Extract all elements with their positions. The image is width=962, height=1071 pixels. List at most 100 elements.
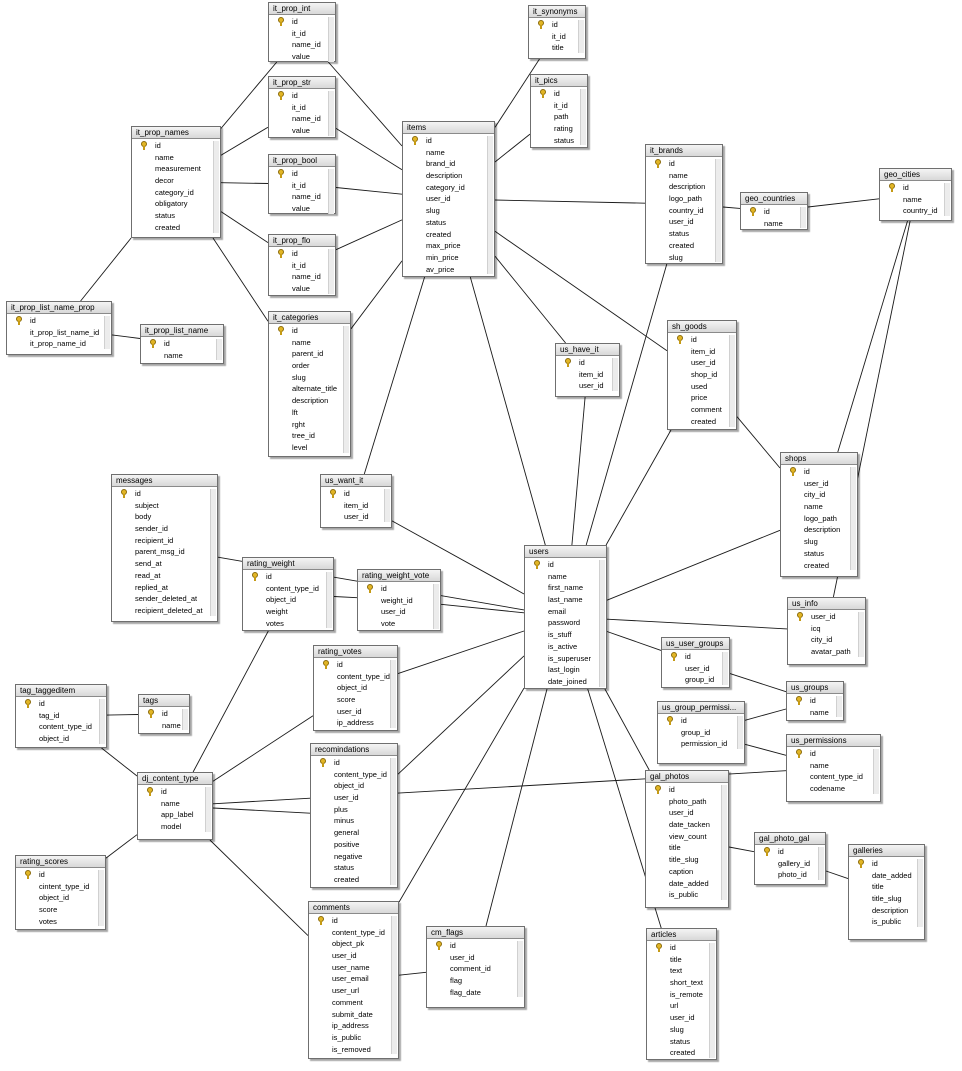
- column-row[interactable]: tag_id: [16, 710, 106, 722]
- column-row[interactable]: brand_id: [403, 158, 494, 170]
- column-row[interactable]: name: [269, 337, 350, 349]
- column-row[interactable]: is_superuser: [525, 653, 606, 665]
- column-row[interactable]: description: [781, 524, 857, 536]
- column-row[interactable]: content_type_id: [243, 583, 333, 595]
- column-row[interactable]: codename: [787, 783, 880, 795]
- column-row[interactable]: it_prop_name_id: [7, 338, 111, 350]
- column-row[interactable]: city_id: [788, 634, 865, 646]
- column-row[interactable]: last_name: [525, 594, 606, 606]
- column-row[interactable]: photo_path: [646, 796, 728, 808]
- column-row[interactable]: id: [668, 334, 736, 346]
- column-row[interactable]: description: [403, 170, 494, 182]
- column-row[interactable]: subject: [112, 500, 217, 512]
- column-row[interactable]: id: [269, 90, 335, 102]
- column-row[interactable]: id: [646, 784, 728, 796]
- column-row[interactable]: group_id: [658, 727, 744, 739]
- column-row[interactable]: is_public: [646, 889, 728, 901]
- column-row[interactable]: description: [849, 905, 924, 917]
- column-row[interactable]: tree_id: [269, 430, 350, 442]
- column-row[interactable]: status: [646, 228, 722, 240]
- column-row[interactable]: used: [668, 381, 736, 393]
- column-row[interactable]: model: [138, 821, 212, 833]
- column-row[interactable]: id: [849, 858, 924, 870]
- column-row[interactable]: id: [112, 488, 217, 500]
- column-row[interactable]: name_id: [269, 191, 335, 203]
- column-row[interactable]: description: [646, 181, 722, 193]
- column-row[interactable]: avatar_path: [788, 646, 865, 658]
- column-row[interactable]: vote: [358, 618, 440, 630]
- column-row[interactable]: permission_id: [658, 738, 744, 750]
- column-row[interactable]: group_id: [662, 674, 729, 686]
- column-row[interactable]: created: [132, 222, 220, 234]
- column-row[interactable]: it_id: [269, 102, 335, 114]
- column-row[interactable]: order: [269, 360, 350, 372]
- column-row[interactable]: status: [781, 548, 857, 560]
- column-row[interactable]: content_type_id: [309, 927, 398, 939]
- column-row[interactable]: id: [311, 757, 397, 769]
- column-row[interactable]: logo_path: [646, 193, 722, 205]
- column-row[interactable]: title: [849, 881, 924, 893]
- column-row[interactable]: caption: [646, 866, 728, 878]
- column-row[interactable]: user_name: [309, 962, 398, 974]
- column-row[interactable]: description: [269, 395, 350, 407]
- column-row[interactable]: value: [269, 203, 335, 215]
- column-row[interactable]: created: [311, 874, 397, 886]
- column-row[interactable]: sender_id: [112, 523, 217, 535]
- column-row[interactable]: it_id: [269, 180, 335, 192]
- column-row[interactable]: cintent_type_id: [16, 881, 105, 893]
- column-row[interactable]: user_id: [647, 1012, 716, 1024]
- column-row[interactable]: sender_deleted_at: [112, 593, 217, 605]
- column-row[interactable]: id: [16, 698, 106, 710]
- column-row[interactable]: slug: [403, 205, 494, 217]
- column-row[interactable]: ip_address: [309, 1020, 398, 1032]
- column-row[interactable]: id: [138, 786, 212, 798]
- column-row[interactable]: comment_id: [427, 963, 524, 975]
- column-row[interactable]: user_id: [788, 611, 865, 623]
- column-row[interactable]: name: [781, 501, 857, 513]
- column-row[interactable]: general: [311, 827, 397, 839]
- column-row[interactable]: user_id: [314, 706, 397, 718]
- column-row[interactable]: id: [647, 942, 716, 954]
- column-row[interactable]: ip_address: [314, 717, 397, 729]
- column-row[interactable]: id: [529, 19, 585, 31]
- column-row[interactable]: content_type_id: [314, 671, 397, 683]
- column-row[interactable]: url: [647, 1000, 716, 1012]
- column-row[interactable]: status: [132, 210, 220, 222]
- column-row[interactable]: user_id: [668, 357, 736, 369]
- column-row[interactable]: app_label: [138, 809, 212, 821]
- column-row[interactable]: is_removed: [309, 1044, 398, 1056]
- column-row[interactable]: is_stuff: [525, 629, 606, 641]
- column-row[interactable]: id: [658, 715, 744, 727]
- column-row[interactable]: last_login: [525, 664, 606, 676]
- column-row[interactable]: photo_id: [755, 869, 825, 881]
- column-row[interactable]: min_price: [403, 252, 494, 264]
- column-row[interactable]: level: [269, 442, 350, 454]
- column-row[interactable]: parent_id: [269, 348, 350, 360]
- column-row[interactable]: user_id: [556, 380, 619, 392]
- column-row[interactable]: user_id: [321, 511, 391, 523]
- column-row[interactable]: created: [647, 1047, 716, 1059]
- column-row[interactable]: id: [525, 559, 606, 571]
- column-row[interactable]: value: [269, 51, 335, 63]
- column-row[interactable]: it_id: [531, 100, 587, 112]
- column-row[interactable]: name: [787, 707, 843, 719]
- column-row[interactable]: id: [269, 325, 350, 337]
- column-row[interactable]: flag_date: [427, 987, 524, 999]
- column-row[interactable]: user_email: [309, 973, 398, 985]
